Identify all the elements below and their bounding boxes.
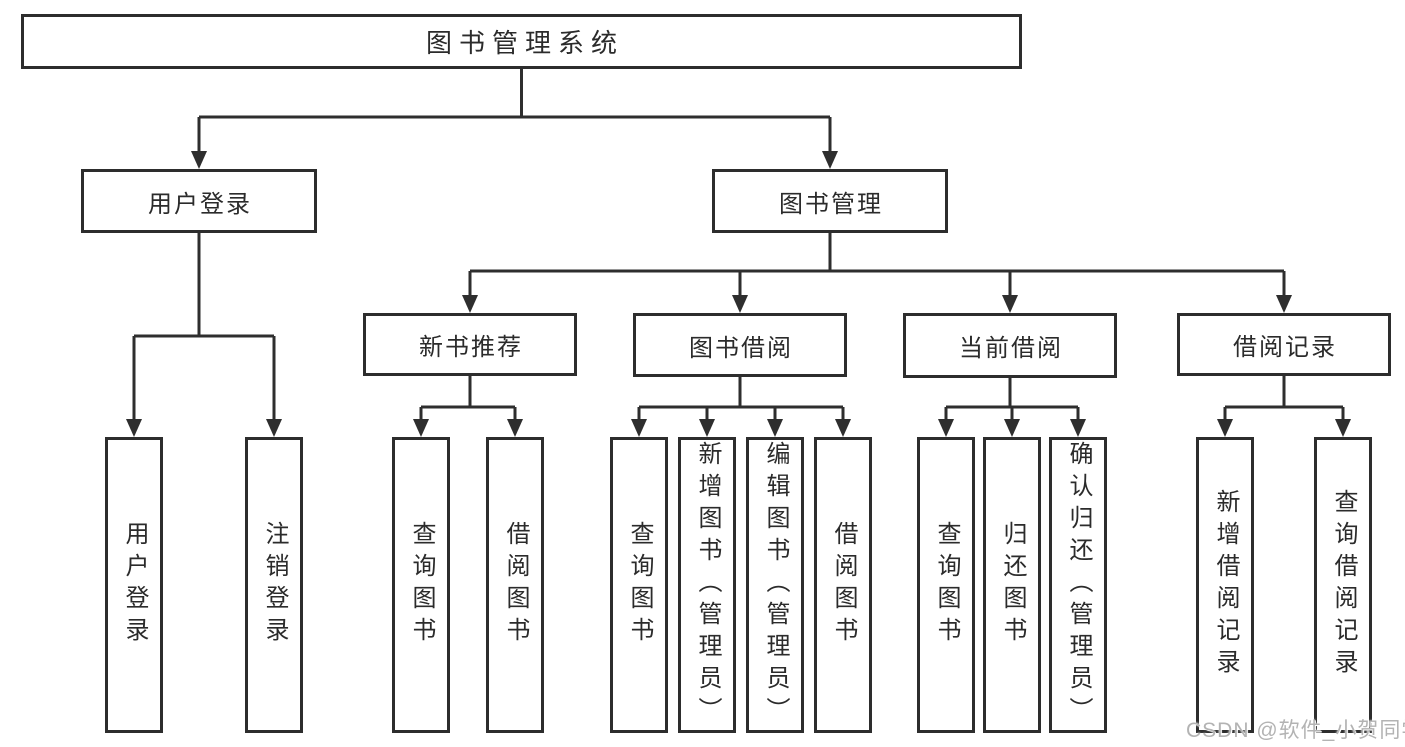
leaf-label: 借阅图书 [830,521,857,649]
leaf-add-books-admin: 新增图书（管理员） [678,437,736,733]
leaf-borrow-books: 借阅图书 [814,437,872,733]
leaf-logout: 注销登录 [245,437,303,733]
node-label: 用户登录 [148,190,252,218]
leaf-label: 借阅图书 [502,521,529,649]
node-label: 图书管理系统 [425,28,624,58]
leaf-add-borrow-record: 新增借阅记录 [1196,437,1254,733]
leaf-return-books: 归还图书 [983,437,1041,733]
arrowheads [126,151,1351,437]
leaf-borrow-books-recommend: 借阅图书 [486,437,544,733]
leaf-label: 查询图书 [626,521,653,649]
leaf-confirm-return-admin: 确认归还（管理员） [1049,437,1107,733]
node-label: 当前借阅 [959,335,1063,362]
leaf-label: 归还图书 [999,521,1026,649]
node-label: 借阅记录 [1233,334,1337,361]
leaf-query-borrow-record: 查询借阅记录 [1314,437,1372,733]
node-label: 图书管理 [779,190,883,218]
node-user-login-branch: 用户登录 [81,169,317,233]
leaf-query-books-current: 查询图书 [917,437,975,733]
node-new-book-recommendation: 新书推荐 [363,313,577,376]
node-current-borrowing: 当前借阅 [903,313,1117,378]
leaf-label: 查询图书 [933,521,960,649]
node-borrowing-records: 借阅记录 [1177,313,1391,376]
node-label: 图书借阅 [689,334,793,362]
leaf-edit-books-admin: 编辑图书（管理员） [746,437,804,733]
node-book-borrowing: 图书借阅 [633,313,847,377]
leaf-label: 编辑图书（管理员） [762,441,789,729]
leaf-query-books-borrow: 查询图书 [610,437,668,733]
leaf-label: 查询借阅记录 [1330,489,1357,681]
leaf-query-books-recommend: 查询图书 [392,437,450,733]
leaf-label: 用户登录 [121,521,148,649]
leaf-user-login: 用户登录 [105,437,163,733]
node-book-management: 图书管理 [712,169,948,233]
connector-paths [132,68,1345,423]
leaf-label: 新增图书（管理员） [694,441,721,729]
leaf-label: 注销登录 [261,521,288,649]
leaf-label: 新增借阅记录 [1212,489,1239,681]
leaf-label: 查询图书 [408,521,435,649]
node-library-system: 图书管理系统 [21,14,1022,69]
leaf-label: 确认归还（管理员） [1065,441,1092,729]
node-label: 新书推荐 [419,334,523,361]
csdn-watermark: CSDN @软件_小贺同学 [1186,719,1405,742]
